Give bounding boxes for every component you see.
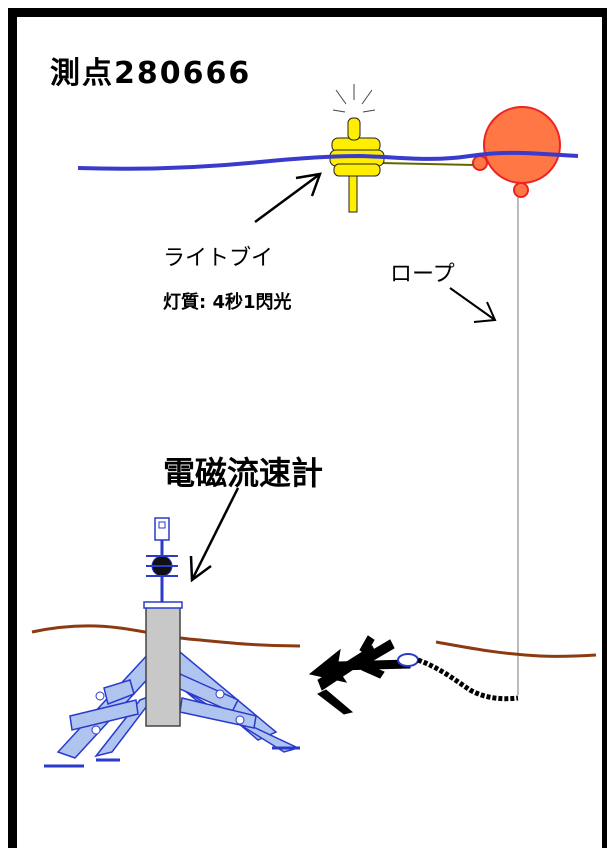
anchor-ring	[397, 653, 419, 667]
buoy-pointer-arrow	[254, 172, 322, 224]
frame-feet	[44, 746, 300, 768]
meter-pointer-arrow	[189, 487, 240, 583]
light-buoy-label: ライトブイ	[163, 246, 274, 271]
light-buoy	[329, 117, 385, 213]
light-rays	[332, 84, 376, 113]
frame-bolts	[91, 689, 245, 735]
sea-surface	[77, 150, 579, 171]
rope-label: ロープ	[390, 262, 455, 287]
seabed-line-right	[435, 640, 597, 658]
current-meter-label: 電磁流速計	[163, 454, 324, 492]
anchor-chain	[417, 657, 519, 702]
sensor-head-window	[158, 521, 166, 529]
sensor-fins	[146, 555, 178, 577]
current-meter-body	[145, 605, 181, 727]
rope-pointer-arrow	[449, 287, 497, 323]
light-character-label: 灯質: 4秒1閃光	[163, 292, 292, 313]
float-buoy	[472, 106, 561, 198]
station-title: 測点280666	[50, 56, 252, 91]
anchor	[308, 635, 411, 715]
current-meter-cap	[143, 601, 183, 609]
buoy-connecting-line	[379, 162, 475, 166]
sensor-head	[154, 517, 170, 541]
